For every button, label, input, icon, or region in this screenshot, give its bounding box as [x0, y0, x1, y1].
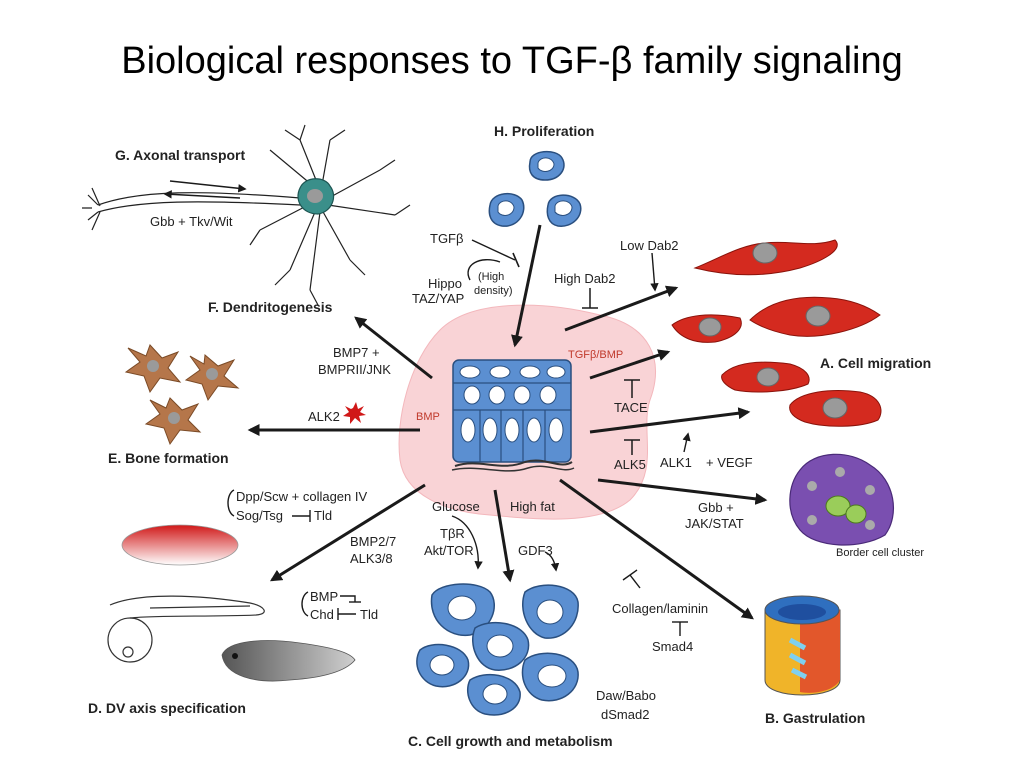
label-tbr: TβR [440, 526, 465, 541]
label-tace: TACE [614, 400, 648, 415]
label-gdf3: GDF3 [518, 543, 553, 558]
arrow-migration-2 [589, 349, 671, 380]
label-collagen-laminin: Collagen/laminin [612, 601, 708, 616]
label-gastrulation: B. Gastrulation [765, 710, 865, 726]
label-dpp-scw: Dpp/Scw + collagen IV [236, 489, 367, 504]
label-tld-2: Tld [360, 607, 378, 622]
label-bone-formation: E. Bone formation [108, 450, 229, 466]
arrow-proliferation [511, 224, 542, 348]
label-proliferation: H. Proliferation [494, 123, 594, 139]
label-chd: Chd [310, 607, 334, 622]
label-daw-babo: Daw/Babo [596, 688, 656, 703]
proliferation-cells [488, 150, 582, 227]
label-high: (High [478, 271, 504, 283]
label-bmprii-jnk: BMPRII/JNK [318, 362, 391, 377]
label-vegf: + VEGF [706, 455, 753, 470]
label-low-dab2: Low Dab2 [620, 238, 679, 253]
label-alk2: ALK2 [308, 409, 340, 424]
label-glucose: Glucose [432, 499, 480, 514]
slide-title: Biological responses to TGF-β family sig… [121, 40, 903, 82]
arrow-migration-3 [589, 407, 751, 434]
arrow-border-cells [597, 478, 768, 505]
label-akt-tor: Akt/TOR [424, 543, 474, 558]
label-tld-1: Tld [314, 508, 332, 523]
tgfb-inhibition-line [471, 239, 516, 261]
embryo-gradient [121, 524, 239, 566]
zebrafish-embryo [107, 595, 265, 663]
label-gbb-plus: Gbb + [698, 500, 734, 515]
label-dsmad2: dSmad2 [601, 707, 649, 722]
axonal-arrow-right [169, 180, 247, 193]
neuron-nucleus [307, 189, 323, 203]
arrow-dendritogenesis [354, 316, 433, 380]
epithelium-cells [451, 359, 575, 472]
label-gbb-tkv: Gbb + Tkv/Wit [150, 214, 233, 229]
label-bmp7: BMP7 + [333, 345, 380, 360]
axonal-arrow-left [163, 190, 241, 199]
label-alk38: ALK3/8 [350, 551, 393, 566]
label-tgfb: TGFβ [430, 231, 463, 246]
label-bmp-center: BMP [416, 411, 440, 423]
arrow-migration-1 [564, 285, 679, 332]
arrow-glucose [493, 489, 515, 583]
label-axonal-transport: G. Axonal transport [115, 147, 246, 163]
label-dendritogenesis: F. Dendritogenesis [208, 299, 333, 315]
label-border-cell-cluster: Border cell cluster [836, 547, 924, 559]
label-jak-stat: JAK/STAT [685, 516, 744, 531]
label-high-fat: High fat [510, 499, 555, 514]
growth-cells [416, 583, 579, 716]
label-cell-migration: A. Cell migration [820, 355, 931, 371]
bone-cells [124, 344, 240, 446]
label-smad4: Smad4 [652, 639, 693, 654]
label-dv-axis: D. DV axis specification [88, 700, 246, 716]
label-alk5: ALK5 [614, 457, 646, 472]
label-bmp27: BMP2/7 [350, 534, 396, 549]
neuron-illustration [82, 124, 411, 306]
arrow-dv-axis [269, 483, 426, 582]
alk2-starburst-icon [343, 402, 366, 424]
label-high-dab2: High Dab2 [554, 271, 615, 286]
label-bmp-dv: BMP [310, 589, 338, 604]
label-alk1: ALK1 [660, 455, 692, 470]
migrating-cells [671, 239, 882, 427]
bone-cell-nuclei [147, 360, 218, 424]
lowdab-arrow [650, 252, 659, 292]
gastrulation-cylinder [764, 595, 841, 696]
label-cell-growth: C. Cell growth and metabolism [408, 733, 613, 749]
border-cell-cluster [789, 453, 894, 546]
label-hippo: Hippo [428, 276, 462, 291]
label-density: density) [474, 285, 513, 297]
tadpole-embryo [221, 640, 356, 682]
label-taz-yap: TAZ/YAP [412, 291, 464, 306]
density-curve [467, 259, 501, 281]
label-tgfb-bmp: TGFβ/BMP [568, 349, 623, 361]
arrow-gastrulation [559, 478, 754, 620]
label-sog-tsg: Sog/Tsg [236, 508, 283, 523]
